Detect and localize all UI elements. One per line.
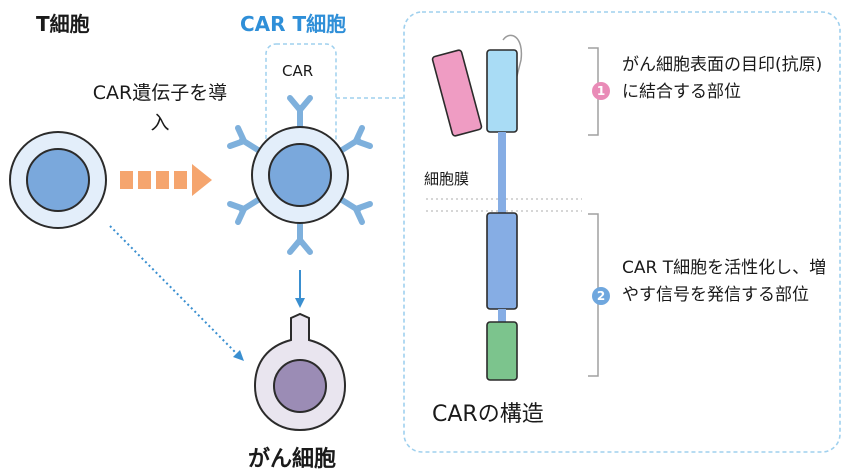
cancer-cell-label: がん細胞 [248,447,337,472]
t-cell-label: T細胞 [36,12,90,36]
part-2-number-badge: 2 [592,287,610,305]
antigen-binding-domain-blue [486,49,518,133]
dotted-arrow-to-cancer [109,225,244,361]
t-cell [9,131,107,229]
car-label: CAR [282,62,314,80]
part-1-number-badge: 1 [592,82,610,100]
car-t-cell [227,95,373,255]
car-structure-panel [403,11,841,453]
gene-transfer-arrow [120,164,212,196]
car-t-cell-label: CAR T細胞 [240,12,347,36]
part-2-description: CAR T細胞を活性化し、増やす信号を発信する部位 [622,258,827,305]
down-arrow-icon [295,270,305,308]
cell-membrane-line [426,198,582,212]
car-gene-intro-label: CAR遺伝子を導入 [92,82,228,134]
signaling-domain [486,212,518,310]
car-callout-box [265,43,337,153]
car-molecule [426,34,582,381]
cell-membrane-label: 細胞膜 [424,170,470,188]
cancer-cell [253,312,347,432]
hinge-stalk [498,132,506,212]
antigen-binding-domain-pink [431,49,483,137]
costimulatory-domain [486,321,518,381]
part-1-description: がん細胞表面の目印(抗原)に結合する部位 [622,55,823,102]
car-structure-title: CARの構造 [432,402,544,427]
